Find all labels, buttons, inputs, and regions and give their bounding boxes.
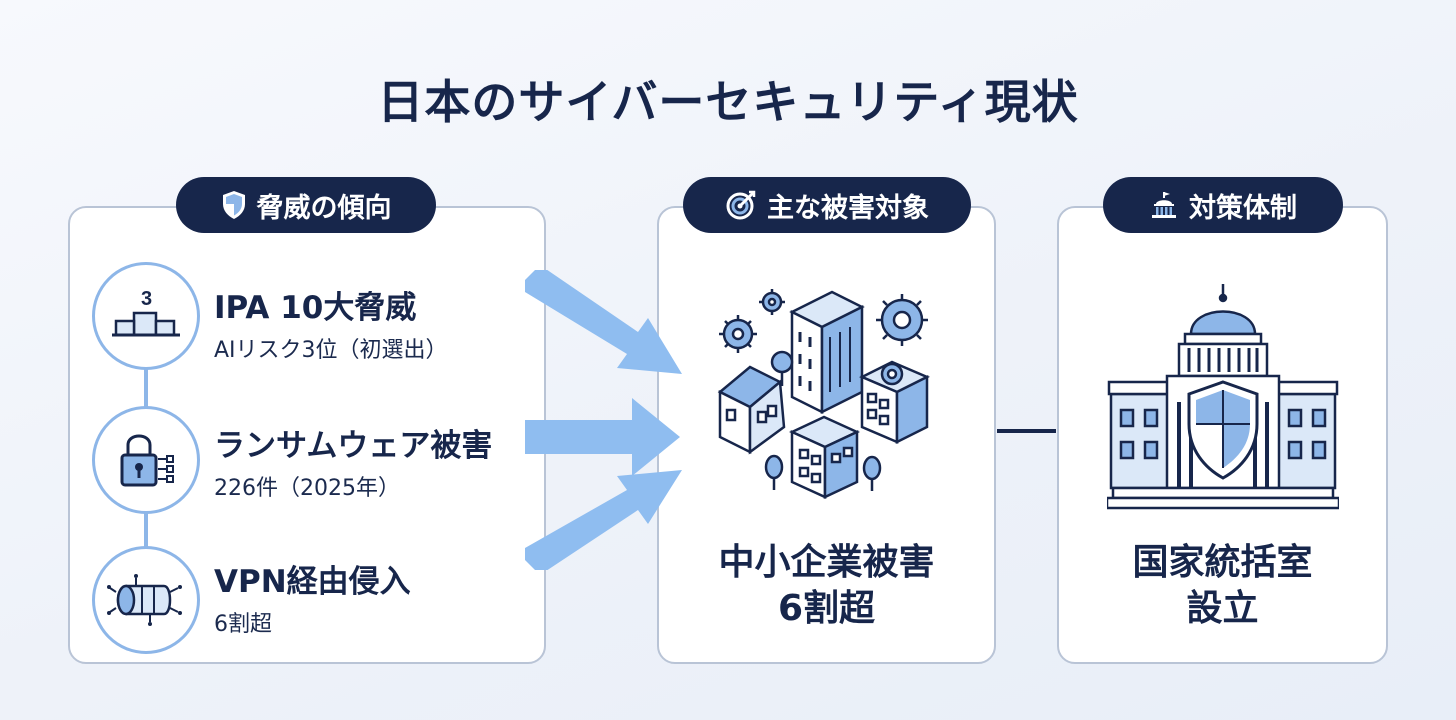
government-building-icon [1152,192,1176,218]
network-pipe-icon-circle [92,546,200,654]
arrow-icon [525,398,680,476]
targets-line1: 中小企業被害 [718,542,935,583]
arrow-icon [525,270,682,374]
shield-icon [1187,380,1259,480]
shield-icon [222,191,245,219]
targets-line2: 6割超 [777,588,876,629]
timeline-connector [144,366,148,408]
threat-item-title: IPA 10大脅威 [214,290,417,326]
threat-item-sub: 6割超 [214,612,272,637]
government-shield-icon [1107,284,1339,510]
city-buildings-icon [717,289,930,499]
podium-icon-circle: 3 [92,262,200,370]
targets-header-label: 主な被害対象 [767,192,929,224]
flow-arrows [525,270,682,570]
threat-item-title: ランサムウェア被害 [214,428,493,464]
countermeasures-line2: 設立 [1186,588,1259,629]
threats-header-label: 脅威の傾向 [256,192,392,224]
countermeasures-line1: 国家統括室 [1132,542,1313,583]
targets-header: 主な被害対象 [683,177,971,233]
countermeasures-header: 対策体制 [1103,177,1343,233]
lock-icon-circle [92,406,200,514]
threat-item-sub: AIリスク3位（初選出） [214,338,448,363]
target-icon [726,190,756,220]
lock-icon [120,434,174,487]
threats-header: 脅威の傾向 [176,177,436,233]
targets-summary: 中小企業被害 6割超 [657,540,996,632]
arrow-icon [525,470,682,570]
countermeasures-summary: 国家統括室 設立 [1057,540,1388,632]
connector-line [997,429,1056,433]
countermeasures-header-label: 対策体制 [1189,192,1297,224]
network-pipe-icon [107,574,182,626]
timeline-connector [144,510,148,548]
page-title: 日本のサイバーセキュリティ現状 [377,75,1079,129]
podium-rank-badge: 3 [141,288,152,310]
threat-item-title: VPN経由侵入 [214,564,411,600]
threat-item-sub: 226件（2025年） [214,476,400,501]
podium-icon: 3 [112,288,180,337]
